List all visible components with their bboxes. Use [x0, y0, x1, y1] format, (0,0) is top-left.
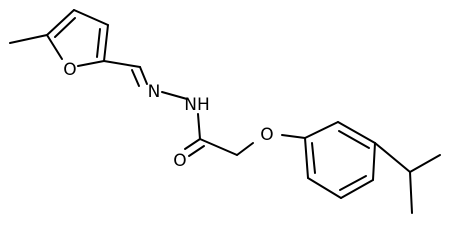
bond-furan-c4-c3 — [73, 9, 109, 26]
bond-ring-2-3 — [337, 121, 376, 144]
bond-carbonyl-o — [184, 138, 201, 150]
bond-furan-ch — [103, 60, 141, 68]
bond-ring-5-6 — [307, 177, 342, 199]
bond-furan-c3-c2 — [103, 24, 109, 62]
bond-furan-c5-c4 — [46, 9, 75, 36]
bond-furan-c2-o — [77, 60, 105, 67]
bond-ring-isopropyl — [374, 142, 411, 173]
bond-ring-4-5-double — [339, 175, 367, 191]
bond-ring-3-4 — [372, 142, 376, 181]
bond-ring-1-2 — [304, 121, 339, 139]
atom-label-ether-oxygen: O — [260, 125, 273, 145]
bond-ch2-o — [236, 142, 254, 156]
bond-ch-n — [139, 66, 148, 85]
bond-methyl-furan — [9, 34, 48, 44]
bond-furan-c5-c4-double — [54, 17, 76, 38]
bond-furan-c3-c2-double — [96, 28, 101, 58]
atom-label-amide-nitrogen: NH — [184, 95, 210, 115]
atom-label-imine-nitrogen: N — [148, 82, 161, 102]
bond-carbonyl-o-double — [188, 145, 205, 157]
atom-labels: O N NH O O — [63, 60, 273, 171]
atom-label-furan-oxygen: O — [63, 60, 76, 80]
molecule-structure: O N NH O O — [9, 9, 441, 214]
bond-carbonyl-ch2 — [199, 138, 238, 156]
bond-furan-o-c5 — [46, 34, 63, 60]
atom-label-carbonyl-oxygen: O — [173, 151, 186, 171]
bond-n-nh — [161, 91, 188, 100]
bond-isopropyl-methyl-1 — [409, 154, 441, 173]
bond-nh-carbonyl — [197, 113, 201, 140]
bond-ring-4-5 — [340, 179, 374, 199]
bond-ch-n-double — [131, 69, 140, 87]
bond-ring-6-1 — [304, 137, 309, 179]
bond-isopropyl-methyl-2 — [409, 171, 413, 214]
bond-ring-2-3-double — [338, 130, 370, 149]
bond-ring-6-1-double — [311, 142, 316, 174]
bond-o-ring — [281, 134, 306, 139]
bonds — [9, 9, 441, 214]
